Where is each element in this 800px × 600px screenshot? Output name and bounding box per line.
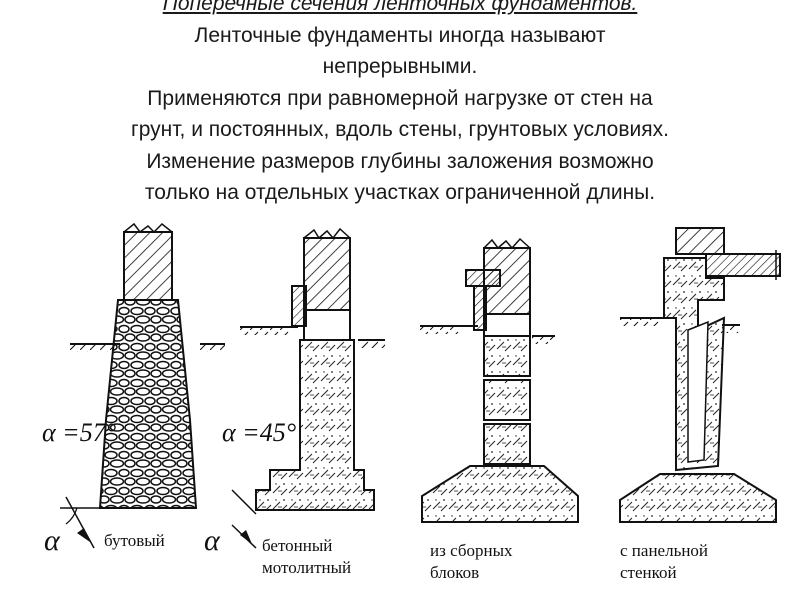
description-line-1: Ленточные фундаменты иногда называют: [194, 23, 606, 47]
alpha-symbol-concrete: α: [204, 524, 220, 557]
description-line-5: Изменение размеров глубины заложения воз…: [146, 149, 654, 173]
foundation-cross-sections-drawing: [60, 222, 781, 549]
caption-concrete-line-2: мотолитный: [262, 558, 352, 577]
description-line-4: грунт, и постоянных, вдоль стены, грунто…: [131, 118, 669, 141]
caption-concrete-line-1: бетонный: [262, 536, 333, 555]
rubble-foundation-section: [60, 222, 225, 549]
alpha-symbol-rubble: α: [44, 524, 60, 557]
caption-precast-line-1: из сборных: [430, 541, 513, 560]
caption-rubble: бутовый: [104, 531, 165, 550]
caption-precast-line-2: блоков: [430, 563, 480, 582]
description-line-6: только на отдельных участках ограниченно…: [144, 181, 656, 204]
caption-panel-line-2: стенкой: [620, 563, 677, 582]
rubble-angle-label: α =57°: [42, 418, 117, 447]
precast-block-foundation-section: [420, 237, 579, 523]
slide-header: Поперечные сечения ленточных фундаментов…: [0, 0, 800, 209]
panel-wall-foundation-section: [619, 227, 781, 523]
slide-title: Поперечные сечения ленточных фундаментов…: [162, 0, 638, 15]
concrete-angle-label: α =45°: [222, 418, 297, 447]
caption-panel-line-1: с панельной: [620, 541, 709, 560]
description-line-3: Применяются при равномерной нагрузке от …: [147, 86, 653, 110]
description-line-2: непрерывными.: [322, 55, 478, 78]
monolithic-concrete-foundation-section: [231, 227, 385, 549]
